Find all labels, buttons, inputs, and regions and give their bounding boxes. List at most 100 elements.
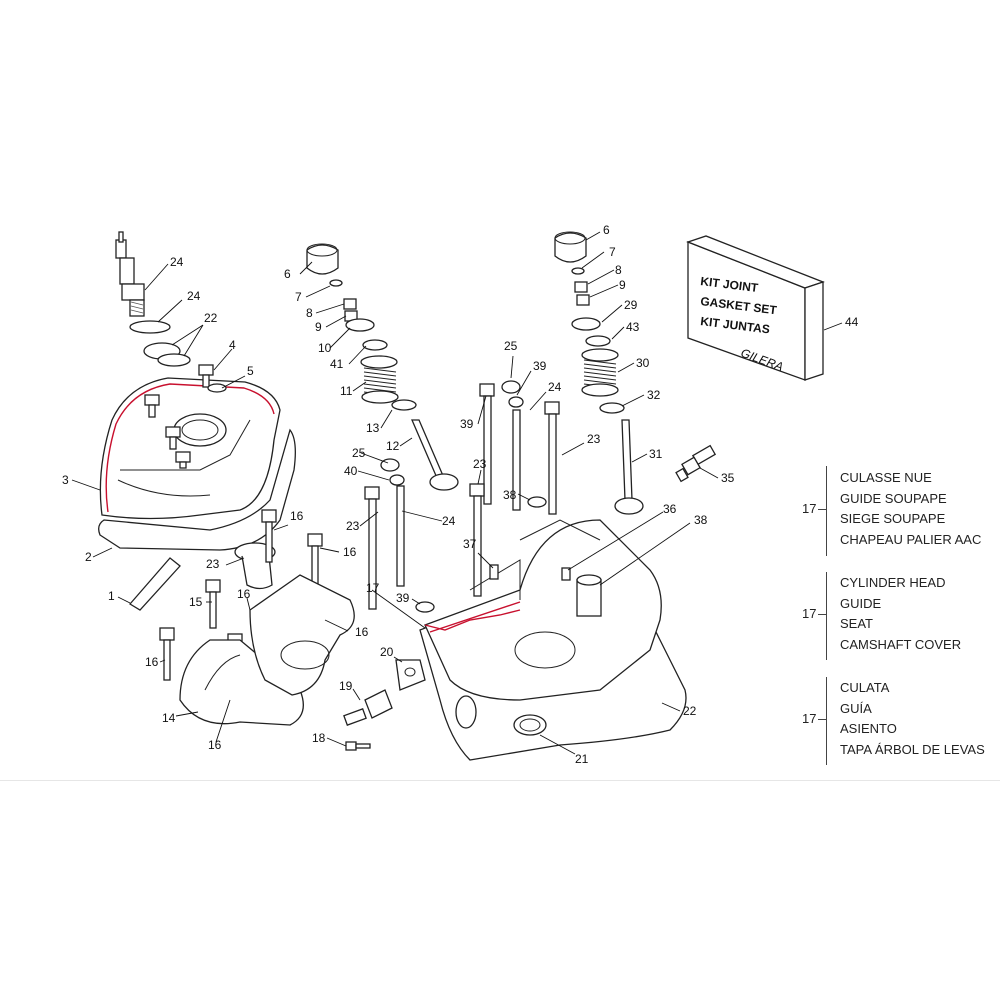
callout-16-f: 16 <box>208 738 222 752</box>
legend-line: GUIDE <box>840 595 882 611</box>
temp-sensor <box>675 444 717 483</box>
callout-33: 24 <box>170 255 184 269</box>
callout-6-left: 6 <box>284 267 291 281</box>
camshaft-cover <box>179 574 355 726</box>
callout-20: 20 <box>380 645 394 659</box>
callout-24-right: 24 <box>548 380 562 394</box>
callout-37: 37 <box>463 537 477 551</box>
callout-15: 15 <box>189 595 203 609</box>
legend-tick <box>818 614 826 615</box>
callout-16-a: 16 <box>290 509 304 523</box>
washer-32 <box>129 320 171 334</box>
callout-24-left: 24 <box>442 514 456 528</box>
callout-35: 35 <box>721 471 735 485</box>
callout-25-right: 25 <box>504 339 518 353</box>
legend-line: SIEGE SOUPAPE <box>840 511 946 526</box>
legend-line: CAMSHAFT COVER <box>840 636 962 652</box>
plug-tube <box>234 542 276 590</box>
callout-41-left: 40 <box>344 464 358 478</box>
o-ring-30b <box>157 353 191 367</box>
callout-25-left: 25 <box>352 446 366 460</box>
spark-plug <box>115 231 145 317</box>
callout-41-right: 39 <box>533 359 547 373</box>
cam-tensioner <box>343 659 426 751</box>
legend-spanish: 17 CULATA GUÍA ASIENTO TAPA ÁRBOL DE LEV… <box>790 677 990 765</box>
callout-1: 1 <box>108 589 115 603</box>
callout-17: 17 <box>366 581 380 595</box>
callout-18: 18 <box>312 731 326 745</box>
legend-line: GUIDE SOUPAPE <box>840 490 947 506</box>
callout-23-mid: 23 <box>473 457 487 471</box>
callout-16-d: 16 <box>145 655 159 669</box>
callout-7-left: 7 <box>295 290 302 304</box>
callout-39-right: 38 <box>503 488 517 502</box>
callout-26: 29 <box>624 298 638 312</box>
callout-40: 39 <box>460 417 474 431</box>
legend-ref: 17 <box>802 606 817 621</box>
legend-tick <box>818 719 826 720</box>
callout-23-left: 23 <box>346 519 360 533</box>
callout-21: 21 <box>575 752 589 766</box>
callout-8-right: 8 <box>615 263 622 277</box>
page-divider <box>0 780 1000 781</box>
callout-5: 5 <box>247 364 254 378</box>
callout-19: 19 <box>339 679 353 693</box>
callout-39-left: 39 <box>396 591 410 605</box>
callout-8-left: 8 <box>306 306 313 320</box>
legend-english: 17 CYLINDER HEAD GUIDE SEAT CAMSHAFT COV… <box>790 572 990 660</box>
legend-line: CYLINDER HEAD <box>840 575 946 590</box>
bracket-1 <box>129 557 181 611</box>
legend-lines: CULASSE NUE GUIDE SOUPAPE SIEGE SOUPAPE … <box>840 468 981 550</box>
callout-30: 22 <box>204 311 218 325</box>
callout-23-right: 23 <box>587 432 601 446</box>
callout-11: 11 <box>340 384 353 398</box>
callout-14: 14 <box>162 711 176 725</box>
cover-bolts <box>144 364 227 469</box>
legend-bracket <box>826 466 827 556</box>
callout-36: 36 <box>663 502 677 516</box>
legend-line: SEAT <box>840 616 873 631</box>
callout-16-c: 16 <box>237 587 251 601</box>
callout-38: 38 <box>694 513 708 527</box>
callout-9-right: 9 <box>619 278 626 292</box>
callout-42: 41 <box>330 357 344 371</box>
callout-10: 10 <box>318 341 332 355</box>
legend-line: CHAPEAU PALIER AAC <box>840 531 982 547</box>
callout-22: 22 <box>683 704 697 718</box>
legend-line: CULASSE NUE <box>840 470 932 485</box>
callout-labels: 24 24 22 4 5 3 2 1 16 16 23 16 15 16 16 … <box>62 223 859 766</box>
left-valve-train <box>306 243 459 491</box>
right-valve-train <box>554 231 644 515</box>
legend-bracket <box>826 677 827 765</box>
callout-44: 44 <box>845 315 859 329</box>
callout-4: 4 <box>229 338 236 352</box>
legend-line: TAPA ÁRBOL DE LEVAS <box>840 741 985 757</box>
callout-3: 3 <box>62 473 69 487</box>
cylinder-head <box>419 519 687 761</box>
callout-12: 12 <box>386 439 400 453</box>
callout-32: 24 <box>187 289 201 303</box>
callout-6-right: 6 <box>603 223 610 237</box>
legend-line: GUÍA <box>840 700 872 716</box>
head-cover <box>98 377 296 551</box>
legend-line: ASIENTO <box>840 721 897 736</box>
legend-tick <box>818 509 826 510</box>
legend-french: 17 CULASSE NUE GUIDE SOUPAPE SIEGE SOUPA… <box>790 466 990 556</box>
callout-29: 32 <box>647 388 661 402</box>
legend-ref: 17 <box>802 501 817 516</box>
callout-2: 2 <box>85 550 92 564</box>
callout-13: 13 <box>366 421 380 435</box>
legend-bracket <box>826 572 827 660</box>
legend-lines: CULATA GUÍA ASIENTO TAPA ÁRBOL DE LEVAS <box>840 678 985 760</box>
callout-16-b: 16 <box>343 545 357 559</box>
legend-ref: 17 <box>802 711 817 726</box>
legend-lines: CYLINDER HEAD GUIDE SEAT CAMSHAFT COVER <box>840 573 961 655</box>
callout-9-left: 9 <box>315 320 322 334</box>
callout-27: 30 <box>636 356 650 370</box>
gasket-kit-box: KIT JOINT GASKET SET KIT JUNTAS GILERA <box>686 235 825 381</box>
callout-31: 23 <box>206 557 220 571</box>
callout-7-right: 7 <box>609 245 616 259</box>
legend-line: CULATA <box>840 680 890 695</box>
